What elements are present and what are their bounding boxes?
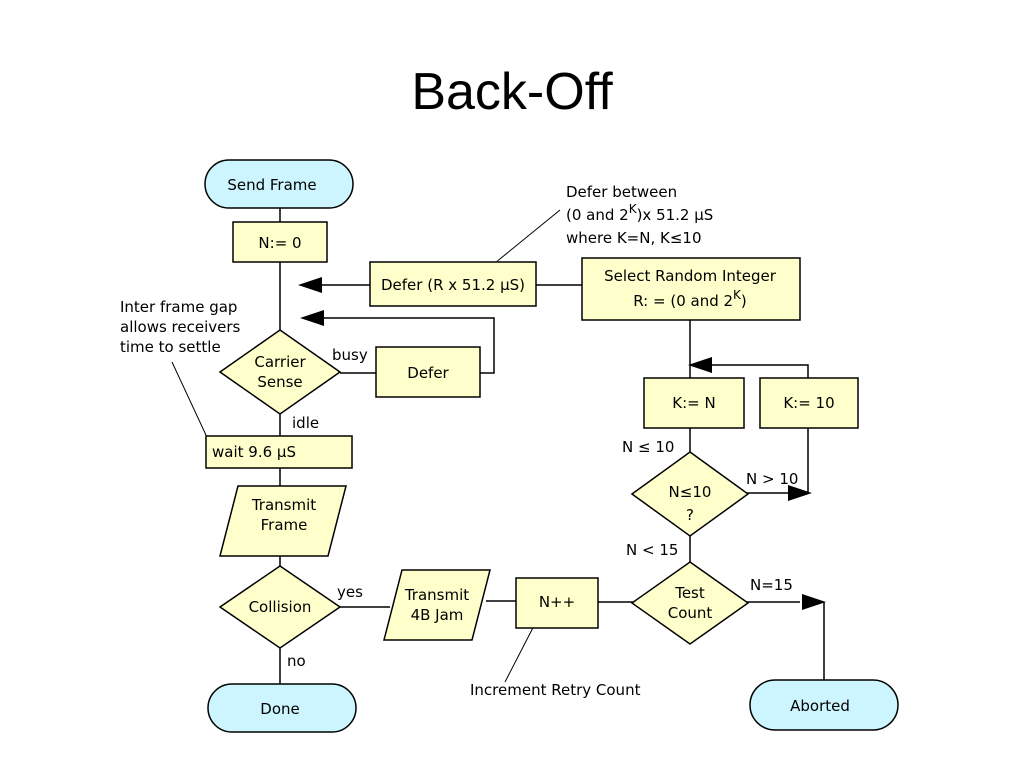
aborted-terminal: Aborted	[749, 679, 899, 731]
arrow-defer-loop	[300, 310, 324, 326]
test-count-decision: Test Count	[630, 561, 750, 645]
edge-label-n-lt-15: N < 15	[626, 541, 678, 559]
arrow-n-gt-10	[788, 485, 812, 501]
defer-box: Defer	[375, 346, 481, 398]
edge-label-no: no	[287, 652, 306, 670]
edge-label-n-le-10: N ≤ 10	[622, 438, 674, 456]
n-le-10-line2: ?	[686, 506, 694, 524]
collision-decision: Collision	[218, 565, 342, 649]
interframe-line1: Inter frame gap	[120, 298, 237, 316]
defer-between-line3: where K=N, K≤10	[566, 229, 702, 247]
defer-label: Defer	[407, 364, 449, 382]
n-init-label: N:= 0	[258, 234, 301, 252]
edge-label-idle: idle	[292, 414, 319, 432]
leader-interframe	[171, 361, 213, 449]
defer-between-line1: Defer between	[566, 183, 677, 201]
transmit-frame-line1: Transmit	[251, 496, 316, 514]
n-increment-label: N++	[539, 593, 575, 611]
transmit-frame-line2: Frame	[261, 516, 308, 534]
transmit-frame-io: Transmit Frame	[219, 485, 347, 557]
interframe-line3: time to settle	[120, 338, 221, 356]
page-title: Back-Off	[411, 63, 613, 121]
n-increment-box: N++	[515, 577, 599, 629]
transmit-jam-io: Transmit 4B Jam	[383, 569, 491, 641]
done-label: Done	[260, 700, 299, 718]
k-eq-n-label: K:= N	[672, 394, 715, 412]
n-le-10-decision: N≤10 ?	[630, 451, 750, 537]
carrier-sense-line1: Carrier	[254, 353, 306, 371]
collision-label: Collision	[249, 598, 312, 616]
arrow-k10-loop	[688, 357, 712, 373]
annotation-defer-between: Defer between (0 and 2K)x 51.2 µS where …	[566, 183, 713, 247]
edge-label-busy: busy	[332, 346, 368, 364]
wait-label: wait 9.6 µS	[212, 443, 296, 461]
n-le-10-line1: N≤10	[669, 483, 712, 501]
defer-r-box: Defer (R x 51.2 µS)	[369, 261, 537, 307]
k-eq-10-box: K:= 10	[759, 377, 859, 429]
annotation-increment-retry: Increment Retry Count	[470, 681, 641, 699]
wait-box: wait 9.6 µS	[205, 435, 353, 469]
defer-r-label: Defer (R x 51.2 µS)	[381, 276, 525, 294]
select-random-line1: Select Random Integer	[604, 267, 777, 285]
leader-defer-between	[494, 209, 561, 264]
send-frame-terminal: Send Frame	[204, 159, 354, 209]
interframe-line2: allows receivers	[120, 318, 241, 336]
edge-label-n-gt-10: N > 10	[746, 470, 798, 488]
transmit-jam-line1: Transmit	[404, 586, 469, 604]
test-count-line2: Count	[668, 604, 713, 622]
k-eq-n-box: K:= N	[643, 377, 745, 429]
test-count-line1: Test	[674, 584, 705, 602]
arrow-n-eq-15	[802, 594, 826, 610]
edge-label-yes: yes	[337, 583, 363, 601]
carrier-sense-line2: Sense	[257, 373, 302, 391]
send-frame-label: Send Frame	[227, 176, 316, 194]
n-init-box: N:= 0	[232, 221, 328, 263]
k-eq-10-label: K:= 10	[783, 394, 834, 412]
arrowheads	[298, 277, 826, 610]
arrow-into-main	[298, 277, 322, 293]
done-terminal: Done	[207, 683, 357, 733]
aborted-label: Aborted	[790, 697, 850, 715]
defer-between-line2: (0 and 2K)x 51.2 µS	[566, 202, 713, 224]
select-random-line2: R: = (0 and 2K)	[633, 288, 747, 310]
select-random-box: Select Random Integer R: = (0 and 2K)	[581, 257, 801, 321]
edge-label-n-eq-15: N=15	[750, 576, 793, 594]
annotation-interframe: Inter frame gap allows receivers time to…	[120, 298, 241, 356]
transmit-jam-line2: 4B Jam	[411, 606, 464, 624]
carrier-sense-decision: Carrier Sense	[218, 329, 342, 415]
